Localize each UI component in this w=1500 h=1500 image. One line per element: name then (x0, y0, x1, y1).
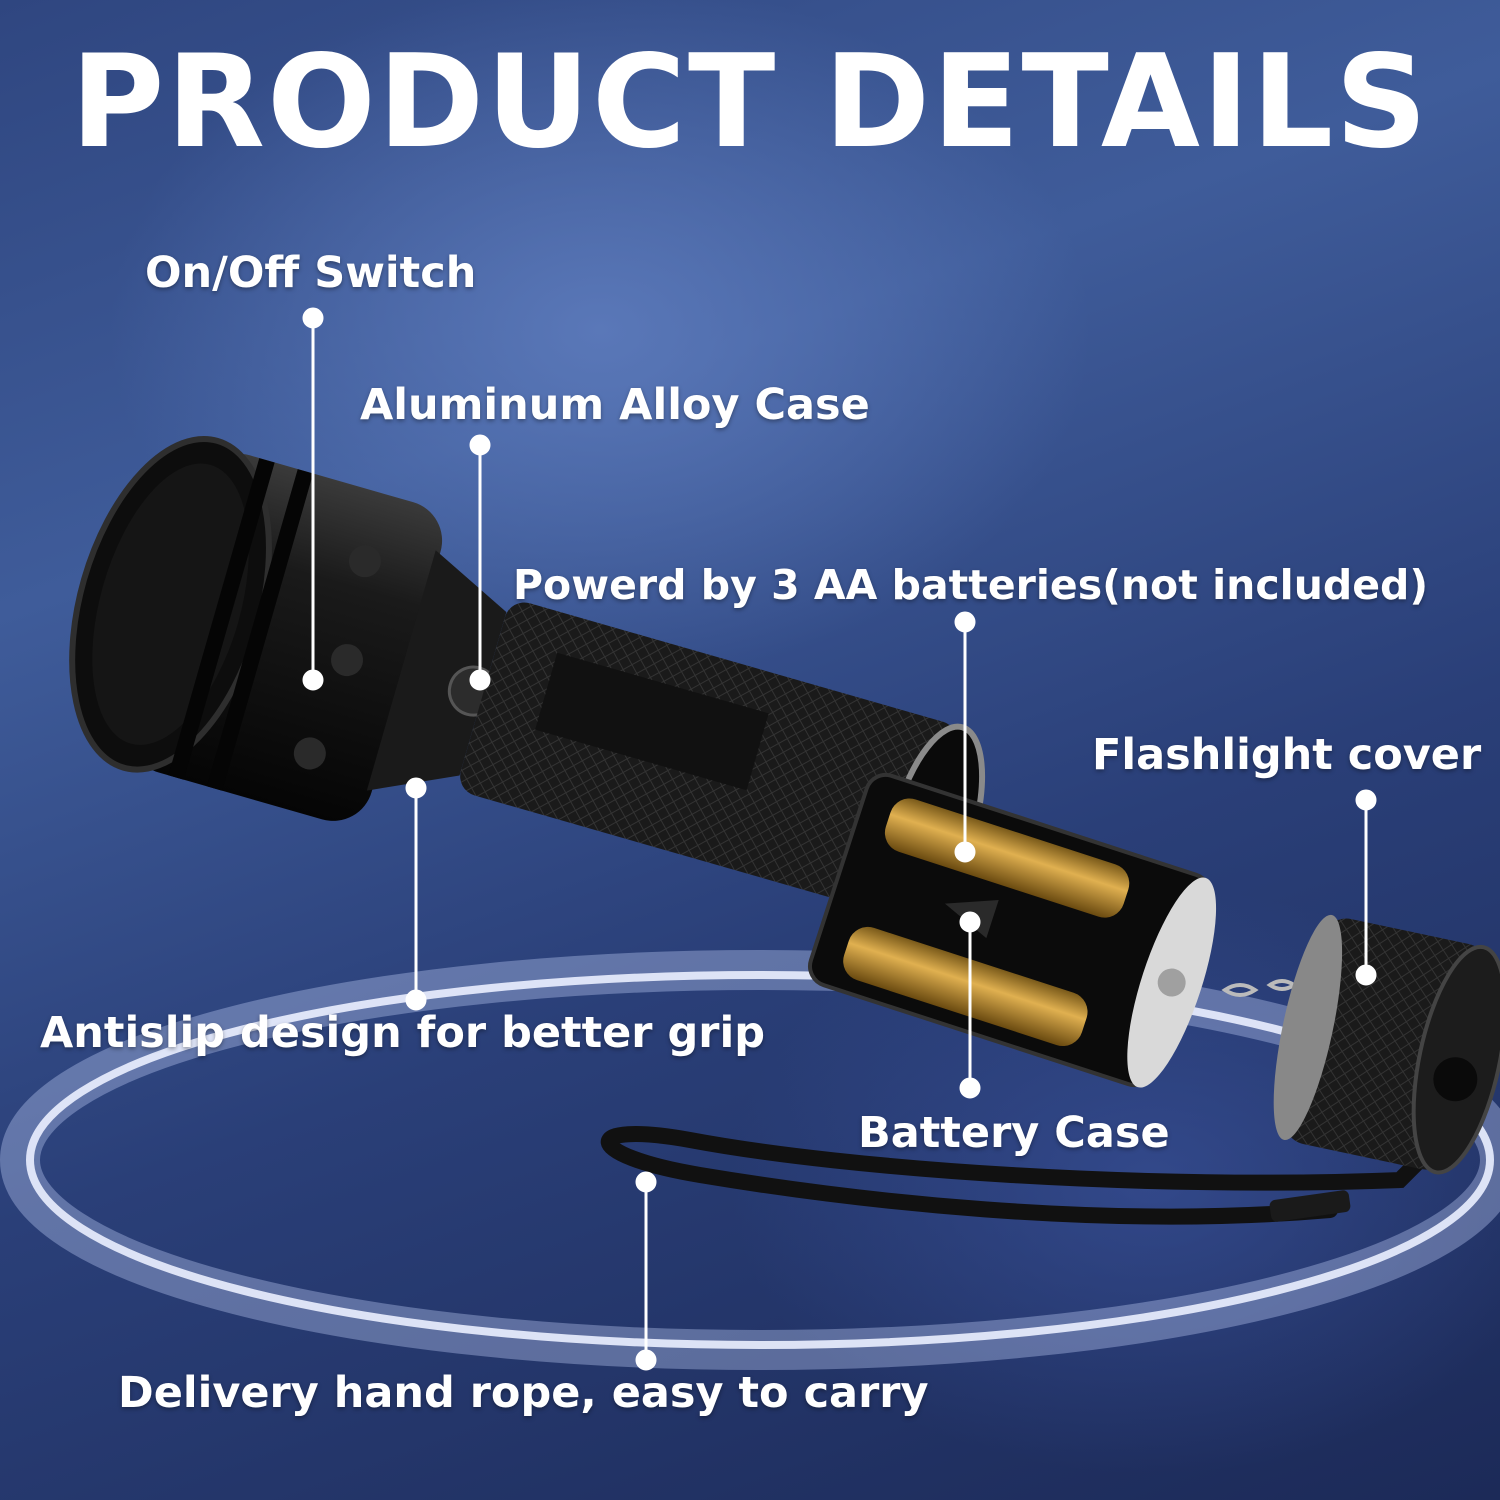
battery-case (808, 772, 1217, 1088)
label-flashlight-cover: Flashlight cover (1092, 730, 1482, 780)
leader-lines (302, 307, 1377, 1371)
label-on-off-switch: On/Off Switch (145, 248, 477, 298)
label-battery-power: Powerd by 3 AA batteries(not included) (513, 561, 1429, 609)
page-title: PRODUCT DETAILS (70, 28, 1430, 177)
label-antislip-grip: Antislip design for better grip (40, 1008, 765, 1058)
flashlight-cover-cap (1273, 914, 1500, 1175)
springs (1221, 979, 1298, 997)
rope-clip (1269, 1190, 1351, 1222)
light-ring (0, 950, 1500, 1370)
flashlight-body (69, 435, 986, 924)
hand-rope (600, 1126, 1448, 1225)
label-battery-case: Battery Case (858, 1108, 1170, 1158)
label-aluminum-alloy-case: Aluminum Alloy Case (360, 380, 870, 430)
label-hand-rope: Delivery hand rope, easy to carry (118, 1368, 929, 1418)
